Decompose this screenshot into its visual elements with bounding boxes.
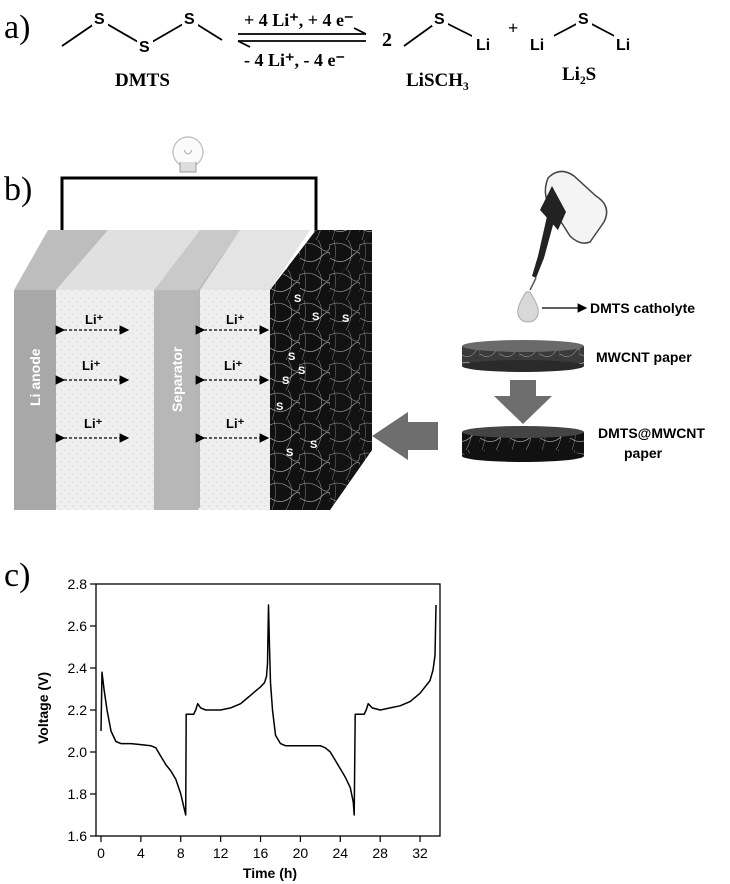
ion-label-1: Li⁺ (85, 312, 104, 327)
x-tick-label: 0 (97, 845, 105, 861)
y-tick-label: 2.8 (68, 576, 88, 592)
atom-s-4: S (434, 11, 445, 28)
assembly-arrow-icon (372, 412, 438, 460)
product2-label: Li₂S (562, 64, 596, 85)
lisch3-structure: S Li (403, 8, 498, 54)
x-tick-label: 16 (253, 845, 269, 861)
panel-label-b: b) (4, 171, 32, 208)
x-tick-label: 28 (372, 845, 388, 861)
anode-label: Li anode (27, 348, 43, 406)
plus-sign: + (508, 18, 518, 38)
atom-li-2: Li (530, 37, 544, 54)
paper1-label: MWCNT paper (596, 349, 692, 365)
dropper-hand-icon (529, 170, 608, 291)
mwcnt-paper-disk (462, 340, 584, 372)
ion-transport: Li⁺ Li⁺ Li⁺ Li⁺ Li⁺ Li⁺ (82, 312, 245, 431)
ion-label-6: Li⁺ (226, 416, 245, 431)
cathode-s-2: S (312, 311, 319, 323)
x-tick-label: 20 (293, 845, 309, 861)
cathode-s-1: S (294, 293, 301, 305)
cathode-s-5: S (282, 375, 289, 387)
reactant-label: DMTS (115, 70, 170, 91)
paper2-label-line2: paper (624, 445, 663, 461)
panel-label-c: c) (4, 557, 30, 594)
cathode-s-8: S (286, 447, 293, 459)
equilibrium-arrows (237, 27, 367, 48)
panel-label-a: a) (4, 9, 30, 46)
cathode-s-labels: S S S S S S S S S (276, 293, 349, 459)
cathode-s-7: S (276, 401, 283, 413)
y-tick-label: 2.4 (68, 660, 88, 676)
chart-ylabel: Voltage (V) (35, 672, 51, 744)
reverse-condition: - 4 Li⁺, - 4 e⁻ (244, 50, 345, 70)
y-tick-label: 2.0 (68, 744, 88, 760)
atom-s-5: S (578, 11, 589, 28)
separator-top (154, 230, 240, 290)
product1-label: LiSCH₃ (406, 70, 469, 91)
atom-li-3: Li (616, 37, 630, 54)
cathode-s-4: S (288, 351, 295, 363)
voltage-series-line (100, 604, 437, 816)
y-tick-label: 1.8 (68, 786, 88, 802)
chart-xlabel: Time (h) (243, 865, 297, 881)
cathode-s-6: S (298, 365, 305, 377)
atom-s-2: S (139, 39, 150, 56)
atom-li-1: Li (476, 37, 490, 54)
x-tick-label: 24 (333, 845, 349, 861)
x-tick-label: 8 (177, 845, 185, 861)
atom-s-1: S (94, 11, 105, 28)
dmts-structure: S S S (61, 8, 223, 56)
lightbulb-icon (172, 136, 204, 173)
coefficient: 2 (382, 29, 392, 51)
circuit-wire (60, 176, 318, 266)
ion-label-2: Li⁺ (82, 358, 101, 373)
x-tick-label: 32 (412, 845, 428, 861)
dmts-mwcnt-paper-disk (462, 426, 584, 462)
li2s-structure: S Li Li (528, 8, 640, 54)
ion-label-5: Li⁺ (224, 358, 243, 373)
processing-arrow-icon (494, 380, 552, 424)
x-tick-label: 4 (137, 845, 145, 861)
ion-arrows (55, 325, 270, 443)
x-tick-label: 12 (213, 845, 229, 861)
y-tick-label: 2.6 (68, 618, 88, 634)
separator-face (154, 290, 198, 510)
y-tick-label: 2.2 (68, 702, 88, 718)
y-tick-label: 1.6 (68, 828, 88, 844)
ion-label-4: Li⁺ (226, 312, 245, 327)
ion-label-3: Li⁺ (84, 416, 103, 431)
voltage-chart: 0 4 8 12 16 20 24 28 32 1.6 1.8 2.0 2.2 2.4 2.6 2.8 (68, 576, 441, 861)
atom-s-3: S (184, 11, 195, 28)
cathode-s-9: S (310, 439, 317, 451)
cathode (270, 230, 372, 510)
cathode-s-3: S (342, 313, 349, 325)
separator-label: Separator (169, 346, 185, 412)
catholyte-label: DMTS catholyte (590, 300, 695, 316)
paper2-label-line1: DMTS@MWCNT (598, 425, 705, 441)
catholyte-droplet-icon (517, 291, 539, 323)
forward-condition: + 4 Li⁺, + 4 e⁻ (244, 10, 354, 30)
